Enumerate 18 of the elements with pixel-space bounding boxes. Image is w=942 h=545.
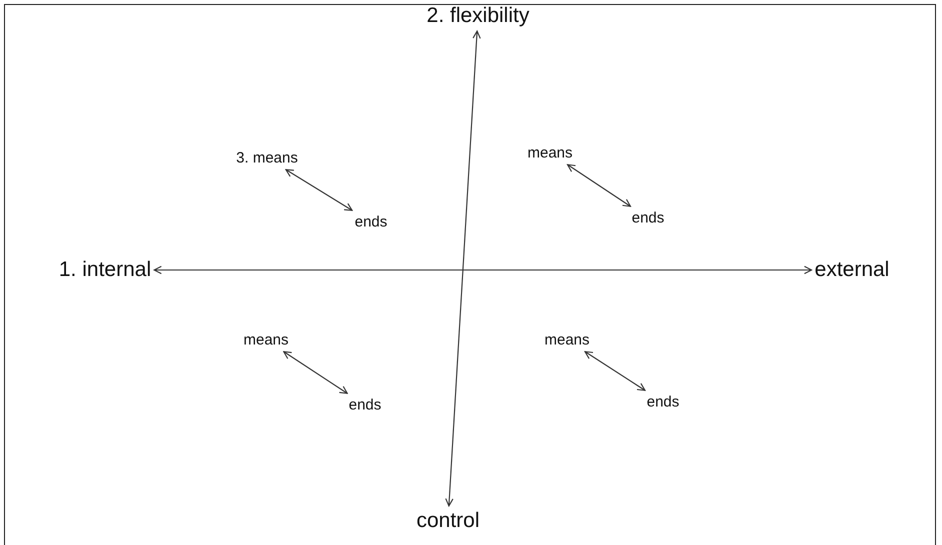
- double-arrow: [445, 30, 481, 506]
- axis-label: 1. internal: [58, 258, 152, 282]
- quadrant-label: ends: [354, 213, 388, 231]
- quadrant-label: ends: [348, 396, 382, 414]
- double-arrow: [566, 164, 632, 207]
- double-arrow: [285, 169, 353, 211]
- quadrant-label: ends: [632, 209, 664, 227]
- axis-label: control: [416, 508, 480, 534]
- axis-label: external: [814, 258, 890, 282]
- quadrant-label: means: [544, 331, 590, 349]
- quadrant-label: 3. means: [236, 149, 298, 167]
- quadrant-label: means: [243, 331, 289, 349]
- double-arrow: [283, 351, 348, 394]
- axis-label: 2. flexibility: [426, 4, 530, 28]
- quadrant-label: ends: [646, 393, 680, 411]
- double-arrow: [584, 351, 646, 391]
- double-arrow: [154, 266, 812, 274]
- quadrant-label: means: [527, 144, 573, 162]
